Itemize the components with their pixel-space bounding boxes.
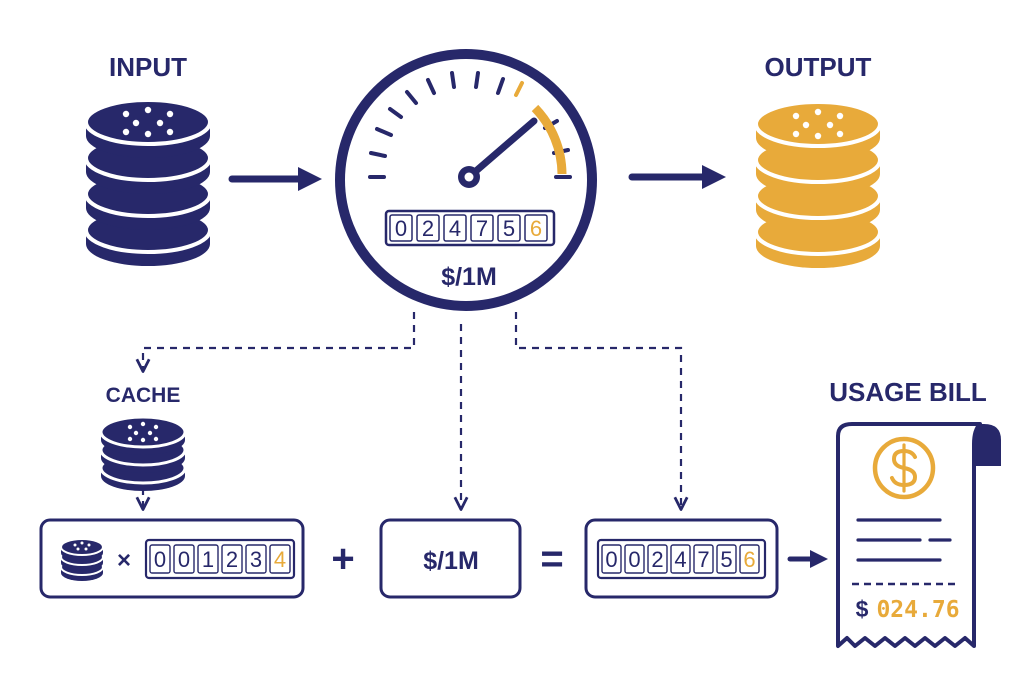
bill-currency: $ — [856, 596, 869, 622]
result-digit: 7 — [697, 547, 709, 572]
meter-to-result-connector — [514, 312, 689, 511]
result-digit: 0 — [628, 547, 640, 572]
plus-sign: + — [331, 537, 354, 581]
meter-digit-highlight: 6 — [530, 216, 542, 241]
coin-stack-icon — [60, 538, 104, 581]
meter-digit: 7 — [476, 216, 488, 241]
cache-digit: 2 — [226, 547, 238, 572]
meter-digit: 2 — [422, 216, 434, 241]
result-digit: 4 — [674, 547, 686, 572]
input-database-icon — [84, 98, 212, 266]
cache-digit: 1 — [202, 547, 214, 572]
cache-odometer: 0 0 1 2 3 4 — [144, 538, 296, 580]
meter-odometer: 0 2 4 7 5 6 — [384, 209, 556, 247]
cache-digit: 3 — [250, 547, 262, 572]
usage-bill-label: USAGE BILL — [829, 377, 987, 407]
meter-digit: 4 — [449, 216, 461, 241]
cache-digit-highlight: 4 — [274, 547, 286, 572]
receipt-lines — [856, 518, 952, 562]
output-database-icon — [754, 100, 882, 268]
output-label: OUTPUT — [765, 52, 872, 82]
meter-to-cache-connector — [135, 312, 416, 373]
result-digit: 0 — [605, 547, 617, 572]
result-digit: 5 — [720, 547, 732, 572]
meter-unit: $/1M — [441, 263, 497, 291]
meter-to-output-arrow — [628, 165, 726, 189]
result-to-bill-arrow — [787, 550, 828, 568]
receipt-icon — [836, 422, 1001, 648]
cache-database-icon — [99, 415, 187, 491]
result-odometer: 0 0 2 4 7 5 6 — [596, 538, 767, 580]
equals-sign: = — [540, 537, 563, 581]
input-to-meter-arrow — [228, 167, 322, 191]
meter-digit: 0 — [395, 216, 407, 241]
dollar-coin-icon — [872, 436, 936, 500]
rate-box — [379, 518, 522, 599]
cache-digit: 0 — [178, 547, 190, 572]
result-digit-highlight: 6 — [743, 547, 755, 572]
rate-label: $/1M — [423, 547, 479, 575]
cache-label: CACHE — [106, 384, 181, 407]
cache-digit: 0 — [154, 547, 166, 572]
result-digit: 2 — [651, 547, 663, 572]
meter-digit: 5 — [503, 216, 515, 241]
multiply-sign: × — [117, 547, 131, 574]
bill-amount: 024.76 — [876, 597, 959, 623]
input-label: INPUT — [109, 52, 187, 82]
